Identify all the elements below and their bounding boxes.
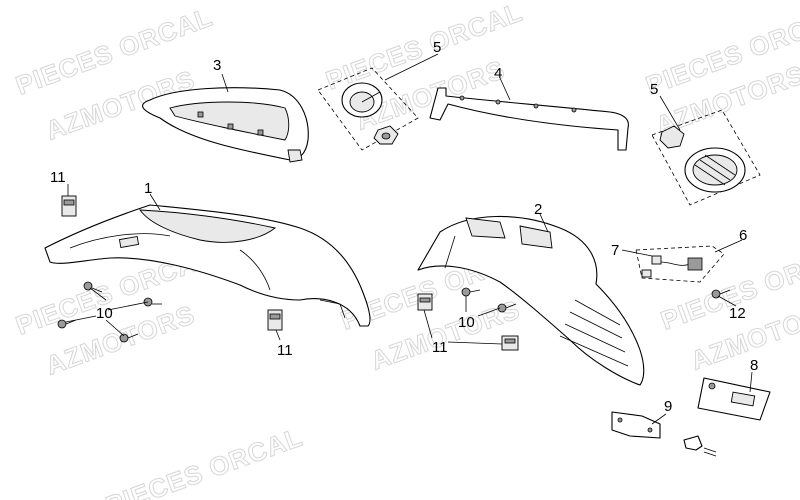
- part-11-clip: [417, 293, 433, 311]
- part-10-screw: [461, 287, 481, 297]
- lamp-screw-hole: [197, 111, 204, 118]
- part-11-clip: [501, 335, 519, 351]
- callout-7: 7: [611, 242, 619, 259]
- part-3-tail-lamp: [142, 87, 309, 163]
- callout-10: 10: [458, 314, 475, 331]
- part-9-bracket-plate: [611, 411, 661, 439]
- part-10-screw: [57, 319, 77, 329]
- part-2-mudguard: [417, 215, 645, 386]
- callout-8: 8: [750, 357, 758, 374]
- part-5-marker-lamp: [651, 109, 761, 206]
- callout-2: 2: [534, 201, 542, 218]
- part-11-clip: [267, 309, 283, 331]
- callout-4: 4: [494, 65, 502, 82]
- callout-3: 3: [213, 57, 221, 74]
- part-8-plate-light: [697, 377, 771, 421]
- direction-arrow: [683, 435, 717, 457]
- part-5-socket-upper: [317, 67, 419, 151]
- callout-5: 5: [650, 81, 658, 98]
- callout-10: 10: [96, 305, 113, 322]
- lamp-screw-hole: [257, 129, 264, 136]
- callout-11: 11: [50, 169, 66, 186]
- part-11-clip: [61, 195, 77, 217]
- part-6-wiring: [635, 245, 725, 283]
- callout-12: 12: [729, 305, 746, 322]
- part-10-screw: [119, 333, 139, 343]
- callout-6: 6: [739, 227, 747, 244]
- callout-1: 1: [144, 180, 152, 197]
- watermark-text: PIECES ORCAL: [102, 422, 307, 500]
- part-1-rear-cover: [44, 204, 371, 327]
- lamp-screw-hole: [227, 123, 234, 130]
- part-10-screw: [497, 303, 517, 313]
- callout-9: 9: [664, 398, 672, 415]
- callout-leaders: [65, 53, 753, 425]
- callout-5: 5: [433, 39, 441, 56]
- callout-11: 11: [432, 339, 448, 356]
- callout-11: 11: [277, 342, 293, 359]
- part-4-bracket: [429, 87, 629, 151]
